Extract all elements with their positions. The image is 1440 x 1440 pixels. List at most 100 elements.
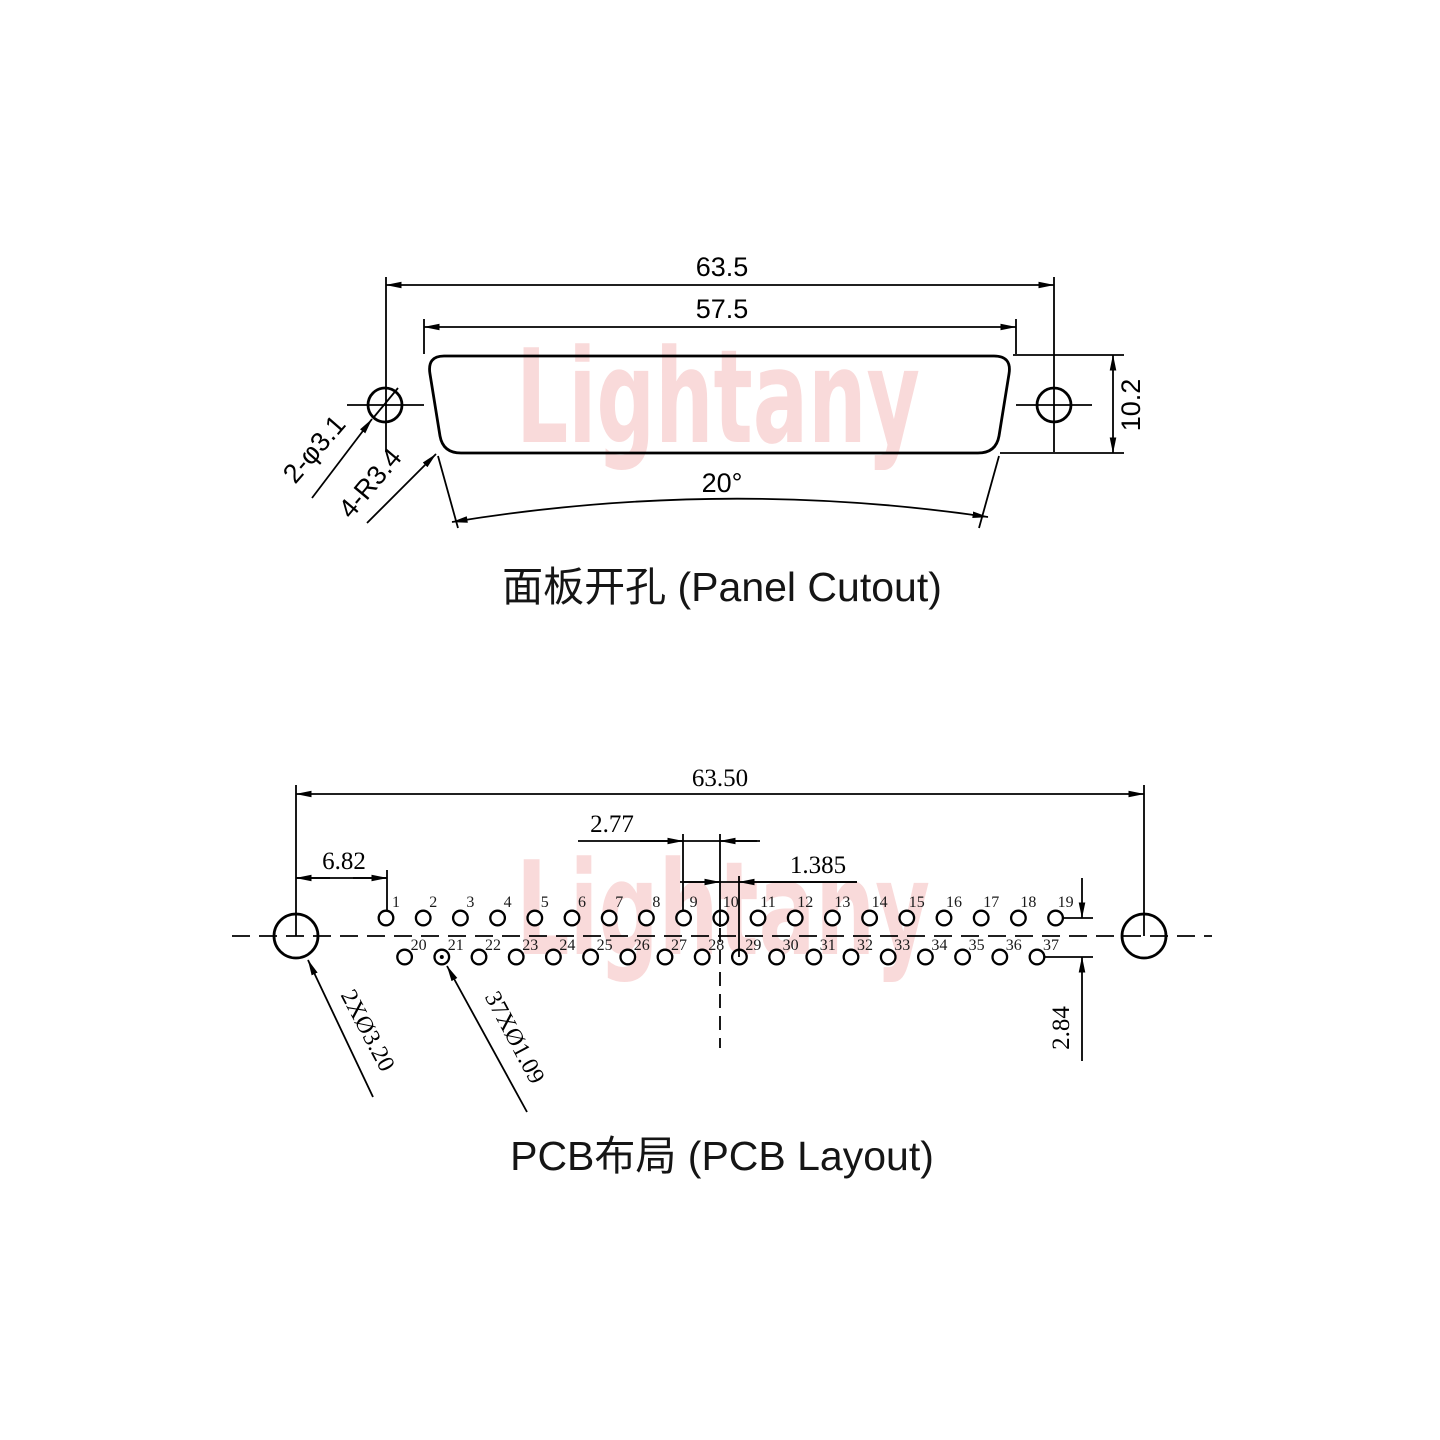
pin-number-36: 36	[1006, 937, 1022, 954]
pin-number-28: 28	[708, 937, 724, 954]
pin-number-10: 10	[723, 894, 739, 911]
leader-pcb-mount-holes: 2XØ3.20	[307, 959, 400, 1098]
pin-hole-31	[805, 948, 823, 966]
pin-number-16: 16	[946, 894, 962, 911]
pin-hole-25	[582, 948, 600, 966]
mount-hole-right-circle	[1035, 386, 1073, 424]
pin-number-30: 30	[783, 937, 799, 954]
pin-number-12: 12	[797, 894, 813, 911]
leader-corner-radius: 4-R3.4	[333, 443, 437, 524]
pin-hole-36	[991, 948, 1009, 966]
pin-hole-12	[786, 909, 804, 927]
pin-hole-14	[861, 909, 879, 927]
pin-number-6: 6	[578, 894, 586, 911]
pin-number-1: 1	[392, 894, 400, 911]
pin-number-4: 4	[504, 894, 512, 911]
pin-hole-17	[972, 909, 990, 927]
dim-10-2-text: 10.2	[1116, 379, 1146, 432]
pin-hole-center-dot	[439, 955, 444, 959]
pin-number-19: 19	[1058, 894, 1074, 911]
mount-hole-right	[1016, 277, 1092, 452]
pin-hole-5	[526, 909, 544, 927]
dim-6-82-text: 6.82	[322, 848, 366, 875]
pin-number-7: 7	[615, 894, 623, 911]
dim-2-77-text: 2.77	[590, 811, 634, 838]
cutout-outline	[428, 354, 1011, 455]
mount-hole-left	[347, 277, 424, 452]
pin-number-9: 9	[690, 894, 698, 911]
dim-2-84-text: 2.84	[1048, 1006, 1075, 1050]
dim-height-10-2: 10.2	[1000, 354, 1146, 454]
dim-20-deg-text: 20°	[702, 468, 743, 498]
pin-hole-34	[916, 948, 934, 966]
dim-63-5-text: 63.5	[696, 252, 749, 282]
pin-number-2: 2	[429, 894, 437, 911]
pcb-mount-hole-left	[272, 912, 320, 960]
pin-number-29: 29	[745, 937, 761, 954]
dim-57-5-text: 57.5	[696, 294, 749, 324]
dim-row-spacing: 2.84	[1044, 878, 1093, 1061]
dim-outer-width-63-5: 63.5	[385, 252, 1055, 289]
pin-number-37: 37	[1043, 937, 1059, 954]
pin-hole-35	[954, 948, 972, 966]
dim-63-50-text: 63.50	[692, 765, 748, 792]
pin-hole-11	[749, 909, 767, 927]
pin-hole-6	[563, 909, 581, 927]
leader-pcb-mount-holes-text: 2XØ3.20	[335, 985, 400, 1075]
pin-hole-27	[656, 948, 674, 966]
pin-hole-9	[675, 909, 693, 927]
pin-hole-1	[377, 909, 395, 927]
pin-hole-23	[507, 948, 525, 966]
pin-hole-20	[396, 948, 414, 966]
pin-hole-28	[693, 948, 711, 966]
pin-hole-22	[470, 948, 488, 966]
dim-row-offset: 1.385	[680, 852, 857, 886]
pin-hole-4	[489, 909, 507, 927]
pin-hole-30	[768, 948, 786, 966]
pin-number-15: 15	[909, 894, 925, 911]
pin-hole-16	[935, 909, 953, 927]
pin-hole-33	[879, 948, 897, 966]
pin-number-14: 14	[872, 894, 888, 911]
pin-hole-24	[544, 948, 562, 966]
pin-number-24: 24	[559, 937, 575, 954]
pin-number-17: 17	[983, 894, 999, 911]
pin-number-13: 13	[834, 894, 850, 911]
angle-20-deg: 20°	[437, 455, 1000, 529]
dim-1-385-text: 1.385	[790, 852, 846, 879]
panel-cutout-title: 面板开孔 (Panel Cutout)	[502, 564, 942, 610]
pin-number-32: 32	[857, 937, 873, 954]
pin-hole-13	[823, 909, 841, 927]
leader-pin-holes: 37XØ1.09	[446, 965, 549, 1113]
pin-number-5: 5	[541, 894, 549, 911]
mount-hole-left-circle	[366, 386, 404, 424]
pin-hole-15	[898, 909, 916, 927]
dim-pcb-outer-width: 63.50	[295, 765, 1145, 936]
dim-pin-pitch: 2.77	[578, 811, 760, 910]
pin-hole-19	[1047, 909, 1065, 927]
pin-hole-37	[1028, 948, 1046, 966]
pin-hole-7	[600, 909, 618, 927]
pin-number-26: 26	[634, 937, 650, 954]
pcb-layout-title: PCB布局 (PCB Layout)	[510, 1133, 934, 1179]
pin-number-21: 21	[448, 937, 464, 954]
pin-number-8: 8	[652, 894, 660, 911]
pin-hole-8	[637, 909, 655, 927]
leader-pin-holes-text: 37XØ1.09	[479, 987, 549, 1088]
pin-number-20: 20	[411, 937, 427, 954]
dim-first-pin-offset: 6.82	[295, 848, 388, 910]
pin-hole-18	[1009, 909, 1027, 927]
pin-hole-3	[451, 909, 469, 927]
pin-number-18: 18	[1020, 894, 1036, 911]
pin-number-22: 22	[485, 937, 501, 954]
pin-number-25: 25	[597, 937, 613, 954]
pin-hole-2	[414, 909, 432, 927]
leader-mount-holes-text: 2-φ3.1	[277, 409, 352, 488]
pin-number-3: 3	[466, 894, 474, 911]
pin-number-11: 11	[760, 894, 775, 911]
pin-number-35: 35	[969, 937, 985, 954]
